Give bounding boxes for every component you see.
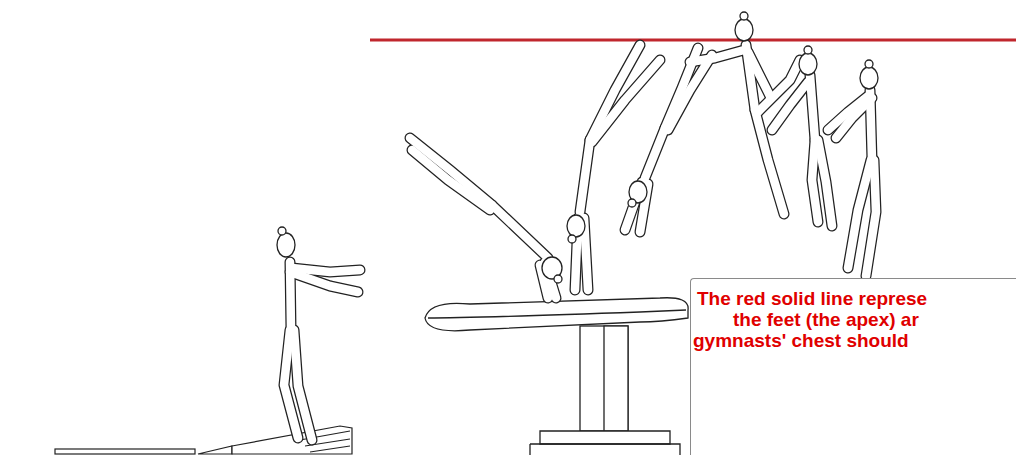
vault-table	[425, 298, 688, 455]
note-text: gymnasts' chest should	[693, 330, 909, 351]
note-text: The red solid line represe	[697, 288, 927, 309]
note-box: The red solid line represethe feet (the …	[690, 278, 1016, 455]
apex-line	[370, 39, 1016, 42]
note-text: the feet (the apex) ar	[733, 309, 919, 330]
